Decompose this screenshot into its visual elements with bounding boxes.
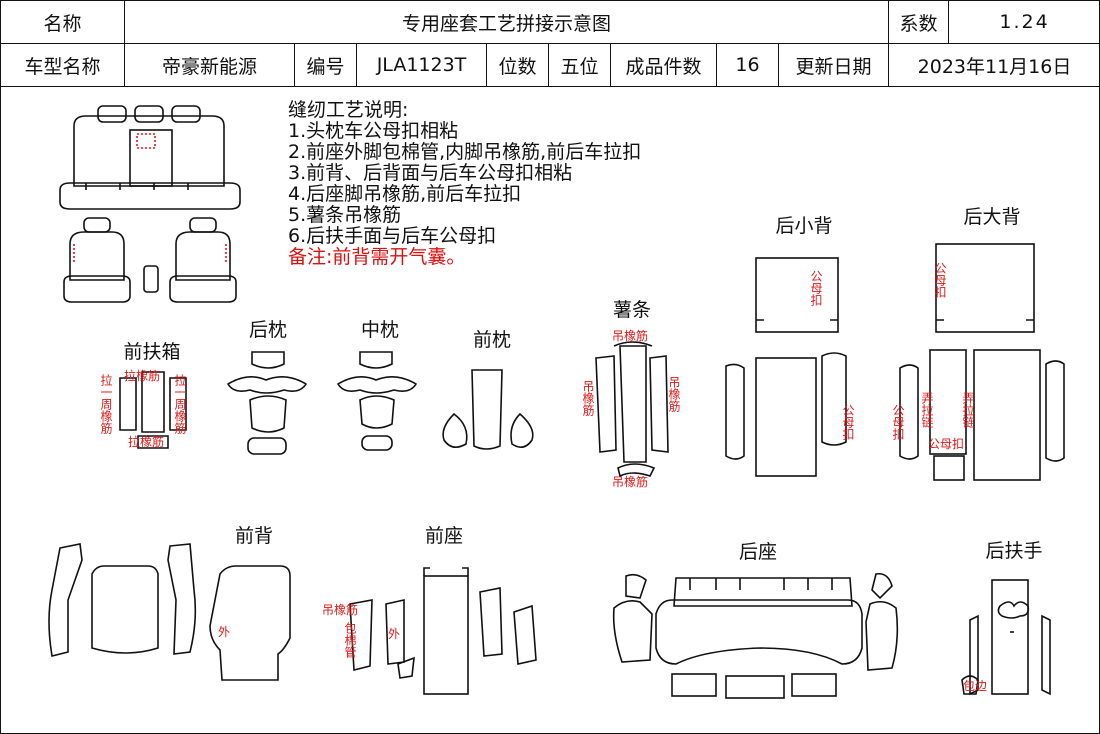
- coef-value: 1.24: [948, 0, 1100, 44]
- date-value: 2023年11月16日: [888, 43, 1100, 87]
- label-rear-small-back: 后小背: [775, 215, 833, 237]
- annotation-hang-elastic: 吊橡筋: [612, 474, 648, 489]
- diagram-title: 专用座套工艺拼接示意图: [123, 0, 890, 44]
- code-label: 编号: [294, 43, 357, 87]
- pieces-value: 16: [716, 43, 779, 87]
- annotation-snap: 公母扣: [933, 262, 947, 299]
- label-rear-armrest: 后扶手: [985, 540, 1043, 562]
- front-seats-overview: [63, 217, 237, 303]
- rear-bench-overview: [59, 105, 241, 210]
- sewing-notes: 缝纫工艺说明: 1.头枕车公母扣相粘 2.前座外脚包棉管,内脚吊橡筋,前后车拉扣…: [288, 100, 641, 268]
- label-rear-headrest: 后枕: [248, 319, 288, 341]
- annotation-snap: 公母扣: [841, 404, 855, 441]
- pieces-label: 成品件数: [610, 43, 717, 87]
- note-item: 1.头枕车公母扣相粘: [288, 120, 459, 142]
- annotation-zip: 弄拉链: [961, 392, 975, 428]
- annotation-pull-elastic: 拉橡筋: [128, 434, 164, 449]
- annotation-pull-around: 拉一周橡筋: [99, 373, 113, 435]
- annotation-snap: 公母扣: [891, 404, 905, 441]
- seats-label: 位数: [486, 43, 549, 87]
- note-item: 6.后扶手面与后车公母扣: [288, 225, 497, 247]
- strip-pattern: [595, 341, 669, 478]
- annotation-zip: 弄拉链: [920, 392, 934, 428]
- annotation-hang-elastic: 吊橡筋: [581, 380, 595, 417]
- label-middle-headrest: 中枕: [360, 319, 400, 341]
- middle-headrest-pattern: [336, 351, 418, 451]
- annotation-outer: 外: [218, 625, 230, 639]
- date-label: 更新日期: [777, 43, 890, 87]
- annotation-edge: 包边: [963, 679, 987, 693]
- label-front-back: 前背: [234, 525, 274, 547]
- front-back-pattern: [48, 543, 291, 681]
- front-armrest-box-pattern: [119, 371, 187, 449]
- annotation-outer: 外: [388, 627, 400, 641]
- seats-value: 五位: [548, 43, 611, 87]
- notes-title: 缝纫工艺说明:: [288, 99, 409, 121]
- label-rear-big-back: 后大背: [963, 206, 1021, 228]
- code-value: JLA1123T: [356, 43, 487, 87]
- rear-big-back-pattern: [899, 243, 1065, 481]
- note-item: 2.前座外脚包棉管,内脚吊橡筋,前后车拉扣: [288, 141, 642, 163]
- annotation-snap: 公母扣: [928, 437, 964, 451]
- front-seat-pattern: [349, 567, 537, 695]
- header-table: 名称 专用座套工艺拼接示意图 系数 1.24 车型名称 帝豪新能源 编号 JLA…: [0, 0, 1100, 87]
- label-front-headrest: 前枕: [472, 329, 512, 351]
- annotations: 拉橡筋 拉一周橡筋 拉一周橡筋 拉橡筋 吊橡筋 吊橡筋 吊橡筋 吊橡筋 公母扣 …: [99, 262, 987, 693]
- rear-headrest-pattern: [226, 351, 308, 455]
- annotation-cotton-tube: 包棉管: [343, 622, 357, 659]
- note-item: 4.后座脚吊橡筋,前后车拉扣: [288, 183, 522, 205]
- label-strip: 薯条: [612, 299, 652, 321]
- label-rear-seat: 后座: [738, 541, 778, 563]
- rear-seat-pattern: [612, 572, 899, 699]
- notes-remark: 备注:前背需开气囊。: [288, 246, 466, 268]
- note-item: 3.前背、后背面与后车公母扣相粘: [288, 162, 573, 184]
- annotation-pull-around: 拉一周橡筋: [173, 373, 187, 435]
- rear-small-back-pattern: [725, 257, 847, 477]
- front-headrest-pattern: [442, 369, 534, 450]
- annotation-pull-elastic: 拉橡筋: [124, 368, 160, 383]
- annotation-snap: 公母扣: [809, 270, 823, 307]
- rear-armrest-pattern: [961, 579, 1051, 696]
- annotation-hang-elastic: 吊橡筋: [322, 602, 358, 617]
- name-label: 名称: [0, 0, 125, 44]
- annotation-hang-elastic: 吊橡筋: [667, 376, 681, 413]
- annotation-hang-elastic: 吊橡筋: [612, 328, 648, 343]
- label-front-seat: 前座: [424, 525, 464, 547]
- note-item: 5.薯条吊橡筋: [288, 204, 402, 226]
- label-front-armrest-box: 前扶箱: [123, 341, 181, 363]
